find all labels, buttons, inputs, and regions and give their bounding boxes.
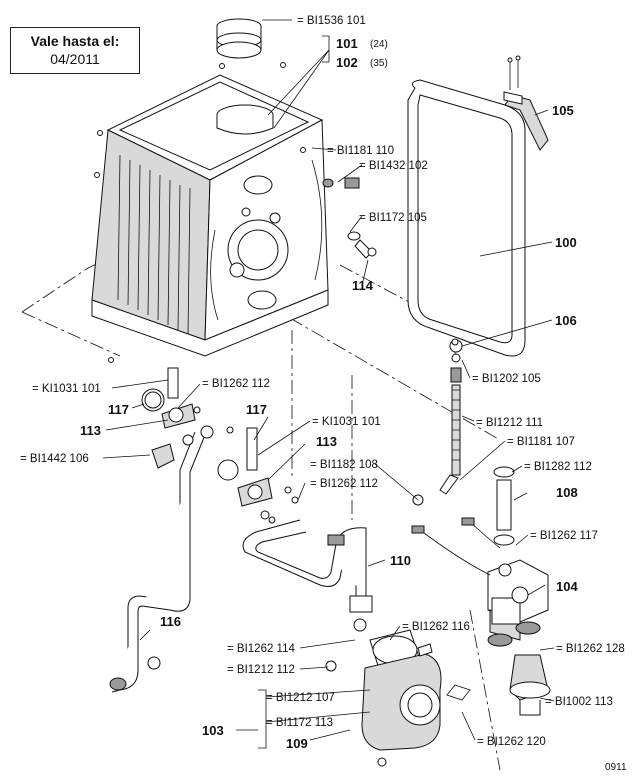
label-bi1536-101: = BI1536 101 xyxy=(297,15,366,27)
label-bi1262-117: = BI1262 117 xyxy=(530,530,598,542)
validity-box: Vale hasta el: 04/2011 xyxy=(10,27,140,74)
label-ki1031-101-a: = KI1031 101 xyxy=(32,383,101,395)
pump-assembly xyxy=(325,629,471,767)
label-bi1262-114: = BI1262 114 xyxy=(227,643,295,655)
label-bi1442-106: = BI1442 106 xyxy=(20,453,89,465)
label-bi1262-120: = BI1262 120 xyxy=(477,736,546,748)
boiler-body xyxy=(91,74,329,357)
footer-code: 0911 xyxy=(605,762,627,773)
part-labels: = BI1536 101 101 (24) 102 (35) 105 = BI1… xyxy=(20,15,627,773)
label-bi1002-113: = BI1002 113 xyxy=(545,696,613,708)
hydraulic-block xyxy=(411,338,551,716)
label-105: 105 xyxy=(552,103,574,118)
label-bi1262-116: = BI1262 116 xyxy=(402,621,470,633)
body-screws xyxy=(94,62,306,363)
label-bi1282-112: = BI1282 112 xyxy=(524,461,592,473)
label-bi1262-128: = BI1262 128 xyxy=(556,643,625,655)
label-bi1202-105: = BI1202 105 xyxy=(472,373,541,385)
expansion-vessel xyxy=(407,55,549,357)
label-106: 106 xyxy=(555,313,577,328)
vessel-hose xyxy=(439,339,463,495)
label-101-qty: (24) xyxy=(370,39,388,50)
label-101: 101 xyxy=(336,36,358,51)
label-bi1172-105: = BI1172 105 xyxy=(359,212,427,224)
label-102: 102 xyxy=(336,55,358,70)
label-109: 109 xyxy=(286,736,308,751)
label-bi1262-112-a: = BI1262 112 xyxy=(202,378,270,390)
label-110: 110 xyxy=(390,553,411,568)
label-117-a: 117 xyxy=(108,402,129,417)
label-bi1262-112-b: = BI1262 112 xyxy=(310,478,378,490)
heat-exchanger-fins xyxy=(117,154,191,336)
label-bi1181-110: = BI1181 110 xyxy=(327,145,394,157)
label-100: 100 xyxy=(555,235,577,250)
label-ki1031-101-b: = KI1031 101 xyxy=(312,416,381,428)
label-bi1172-113: = BI1172 113 xyxy=(266,717,333,729)
label-113-a: 113 xyxy=(80,423,101,438)
label-bi1212-111: = BI1212 111 xyxy=(476,417,543,429)
label-117-b: 117 xyxy=(246,402,267,417)
flow-pipe xyxy=(242,519,373,632)
label-bi1212-107: = BI1212 107 xyxy=(266,692,335,704)
label-103: 103 xyxy=(202,723,224,738)
label-bi1182-108: = BI1182 108 xyxy=(310,459,378,471)
flue-connector xyxy=(216,18,262,59)
validity-title: Vale hasta el: xyxy=(30,33,120,49)
label-bi1212-112: = BI1212 112 xyxy=(227,664,295,676)
label-bi1432-102: = BI1432 102 xyxy=(359,160,428,172)
label-116: 116 xyxy=(160,614,181,629)
clips xyxy=(141,367,299,524)
label-113-b: 113 xyxy=(316,434,337,449)
validity-date: 04/2011 xyxy=(50,51,100,67)
label-bi1181-107: = BI1181 107 xyxy=(507,436,575,448)
return-pipe xyxy=(109,431,206,693)
label-108: 108 xyxy=(556,485,578,500)
label-114: 114 xyxy=(352,278,374,293)
sensor-fittings xyxy=(322,177,377,259)
label-104: 104 xyxy=(556,579,578,594)
label-102-qty: (35) xyxy=(370,58,388,69)
leader-lines xyxy=(102,19,555,749)
